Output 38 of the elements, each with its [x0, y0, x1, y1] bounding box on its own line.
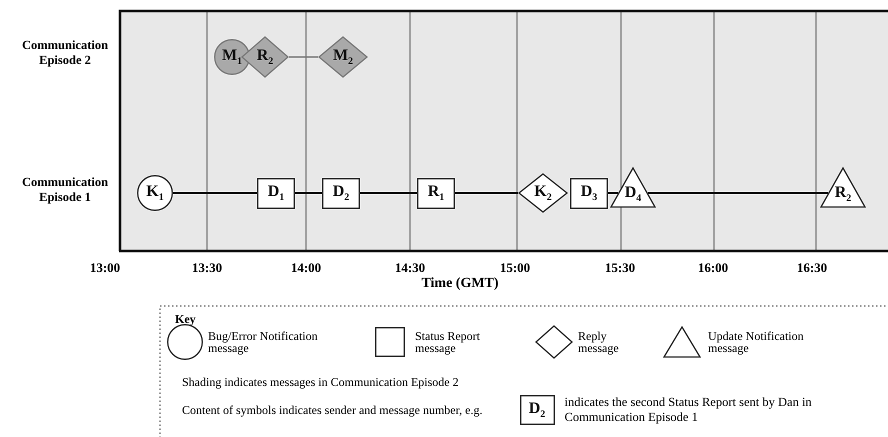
tick-label: 14:30 [394, 260, 426, 276]
row-label: Communication Episode 1 [20, 175, 110, 205]
connector-line [289, 56, 318, 58]
connector-line [455, 192, 518, 194]
key-heading: Key [175, 312, 196, 327]
tick-label: 13:30 [190, 260, 224, 276]
legend-text: Status Report message [415, 330, 481, 354]
key-note: Content of symbols indicates sender and message number, e.g. [182, 403, 482, 418]
row-label: Communication Episode 2 [20, 38, 110, 68]
connector-line [173, 192, 257, 194]
legend-text: Bug/Error Notification message [208, 330, 319, 354]
axis-title: Time (GMT) [420, 276, 500, 292]
tick-label: 14:00 [290, 260, 322, 276]
message-code: D$_{1}$ [268, 182, 284, 204]
message-code: D$_{4}$ [624, 184, 642, 204]
connector-line [360, 192, 417, 194]
tick-label: 15:00 [498, 260, 532, 276]
message-code: R$_{1}$ [428, 182, 444, 204]
message-code: M$_{1}$ [222, 46, 242, 68]
message-code: D$_{2}$ [332, 182, 350, 204]
tick-label: 16:30 [796, 260, 828, 276]
connector-line [608, 192, 618, 194]
message-code: D$_{2}$ [528, 400, 546, 420]
message-code: M$_{2}$ [332, 46, 354, 68]
message-code: K$_{2}$ [534, 182, 552, 204]
message-code: R$_{2}$ [256, 46, 274, 68]
message-code: D$_{3}$ [580, 182, 598, 204]
key-note: Shading indicates messages in Communication Episode 2 [182, 375, 459, 390]
connector-line [295, 192, 322, 194]
example-note: indicates the second Status Report sent by Dan in Communication Episode 1 [564, 395, 813, 425]
message-code: K$_{1}$ [146, 182, 164, 204]
legend-text: Reply message [578, 330, 620, 354]
legend-text: Update Notification message [708, 330, 805, 354]
tick-label: 16:00 [696, 260, 730, 276]
message-code: R$_{2}$ [834, 184, 852, 204]
connector-line [648, 192, 828, 194]
tick-label: 13:00 [88, 260, 122, 276]
tick-label: 15:30 [604, 260, 636, 276]
